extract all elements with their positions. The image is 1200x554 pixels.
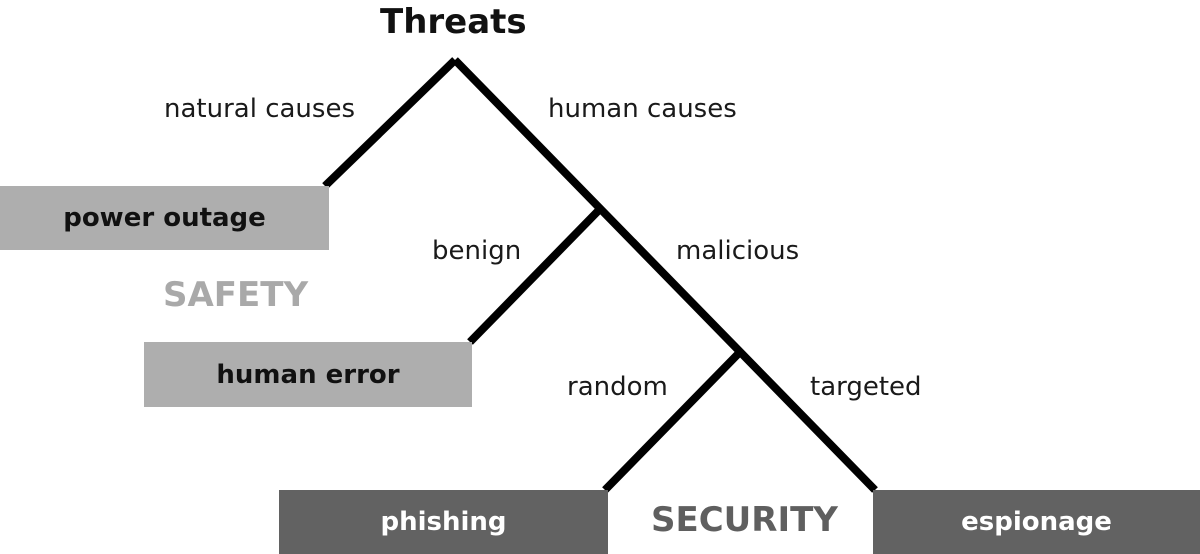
leaf-human-error: human error [144,342,472,407]
region-safety-label: SAFETY [163,275,309,315]
label-natural-causes: natural causes [164,94,355,124]
label-human-causes: human causes [548,94,737,124]
diagram-title: Threats [380,2,527,42]
edge-human-causes-line [452,57,878,493]
label-targeted: targeted [810,372,922,402]
edge-random-line [602,350,742,493]
leaf-power-outage: power outage [0,186,329,250]
leaf-espionage: espionage [873,490,1200,554]
edge-natural-causes-line [322,57,458,189]
leaf-phishing: phishing [279,490,608,554]
edge-benign-line [467,207,602,345]
label-malicious: malicious [676,236,800,266]
region-security-label: SECURITY [651,500,838,540]
label-benign: benign [432,236,522,266]
label-random: random [567,372,668,402]
